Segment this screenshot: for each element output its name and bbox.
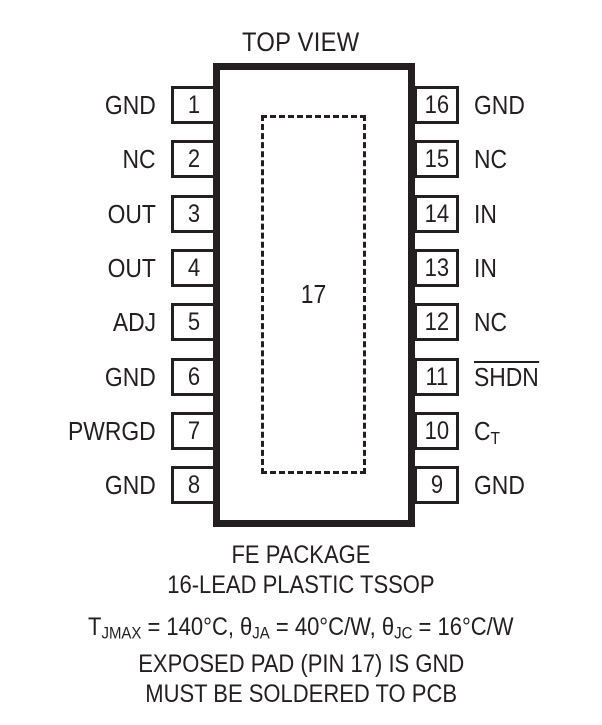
pin-label-14: IN	[474, 195, 602, 233]
exposed-pad-outline	[261, 115, 366, 474]
pin-label-11: SHDN	[474, 358, 602, 396]
pin-box-12: 12	[414, 303, 459, 342]
pin-number: 4	[187, 253, 200, 282]
theta-ja-value: = 40°C/W,	[269, 613, 383, 641]
pin-number: 5	[187, 308, 200, 337]
pin-box-10: 10	[414, 411, 459, 450]
pin-number: 15	[424, 145, 449, 174]
pin-box-5: 5	[171, 303, 216, 342]
pin-label-6: GND	[0, 358, 156, 396]
pin-box-13: 13	[414, 248, 459, 287]
pin-signal-name: OUT	[107, 198, 156, 229]
page-title: TOP VIEW	[0, 27, 602, 58]
pin-signal-name: PWRGD	[68, 415, 156, 446]
pin-label-3: OUT	[0, 195, 156, 233]
pin-label-7: PWRGD	[0, 412, 156, 450]
pin-box-3: 3	[171, 194, 216, 233]
pin-label-9: GND	[474, 466, 602, 504]
theta-jc-subscript: JC	[394, 623, 413, 643]
pin-number: 2	[187, 145, 200, 174]
pin-label-5: ADJ	[0, 303, 156, 341]
pin-signal-name: NC	[474, 144, 508, 175]
pin-box-16: 16	[414, 86, 459, 124]
top-view-label: TOP VIEW	[242, 27, 360, 57]
pin-signal-name: IN	[474, 198, 497, 229]
theta-ja-symbol: θ	[240, 613, 253, 641]
pin-label-1: GND	[0, 86, 156, 124]
caption-thermal-data: TJMAX = 140°C, θJA = 40°C/W, θJC = 16°C/…	[0, 612, 602, 649]
caption-exposed-pad-note: EXPOSED PAD (PIN 17) IS GND	[137, 649, 465, 678]
active-low-overline: SHDN	[474, 360, 539, 392]
pin-number: 14	[424, 199, 449, 228]
theta-ja-subscript: JA	[252, 623, 270, 643]
pin-box-4: 4	[171, 248, 216, 287]
caption-lead-description: 16-LEAD PLASTIC TSSOP	[167, 571, 435, 599]
pin-signal-name: SHDN	[474, 358, 539, 396]
pin-signal-name: CT	[474, 415, 501, 448]
pin-box-15: 15	[414, 140, 459, 179]
pin-box-14: 14	[414, 194, 459, 233]
pin-number: 11	[425, 362, 448, 391]
pin-box-8: 8	[171, 466, 216, 505]
tjmax-symbol: T	[88, 613, 102, 641]
pin-box-2: 2	[171, 140, 216, 179]
exposed-pad-number: 17	[300, 279, 327, 309]
pin-signal-name: NC	[474, 307, 508, 338]
theta-jc-symbol: θ	[382, 613, 395, 641]
pin-box-7: 7	[171, 411, 216, 450]
pin-number: 13	[424, 253, 449, 282]
package-body-outline	[213, 63, 415, 527]
pin-label-4: OUT	[0, 249, 156, 287]
pin-label-2: NC	[0, 140, 156, 178]
pin-box-1: 1	[171, 86, 216, 124]
pin-number: 8	[187, 471, 200, 500]
pin-signal-name: GND	[474, 90, 525, 120]
tjmax-subscript: JMAX	[101, 623, 142, 643]
pin-signal-name: IN	[474, 252, 497, 283]
pin-signal-name: GND	[105, 90, 156, 120]
pin-number: 10	[424, 416, 449, 445]
caption-solder-note: MUST BE SOLDERED TO PCB	[145, 679, 457, 708]
pin-number: 1	[187, 91, 200, 119]
pin-number: 6	[187, 362, 200, 391]
pin-number: 3	[187, 199, 200, 228]
pin-label-16: GND	[474, 86, 602, 124]
pin-label-13: IN	[474, 249, 602, 287]
package-caption: FE PACKAGE 16-LEAD PLASTIC TSSOP TJMAX =…	[0, 540, 602, 709]
pin-signal-name: ADJ	[112, 307, 156, 338]
tjmax-value: = 140°C,	[141, 613, 241, 641]
caption-package-name: FE PACKAGE	[231, 541, 371, 569]
pin-box-6: 6	[171, 357, 216, 396]
pin-number: 9	[430, 471, 443, 500]
pin-number: 7	[187, 416, 200, 445]
pin-number: 16	[424, 91, 449, 119]
pin-signal-name: GND	[105, 361, 156, 392]
pin-signal-name: GND	[105, 470, 156, 501]
pin-signal-name: NC	[122, 144, 156, 175]
pin-label-10: CT	[474, 412, 602, 450]
pin-signal-name: OUT	[107, 252, 156, 283]
pin-label-12: NC	[474, 303, 602, 341]
pin-box-9: 9	[414, 466, 459, 505]
pin-label-8: GND	[0, 466, 156, 504]
pin-label-15: NC	[474, 140, 602, 178]
pin-box-11: 11	[414, 357, 459, 396]
pin-number: 12	[424, 308, 449, 337]
theta-jc-value: = 16°C/W	[412, 613, 514, 641]
pin-signal-name: GND	[474, 470, 525, 501]
pin-signal-subscript: T	[490, 427, 501, 448]
